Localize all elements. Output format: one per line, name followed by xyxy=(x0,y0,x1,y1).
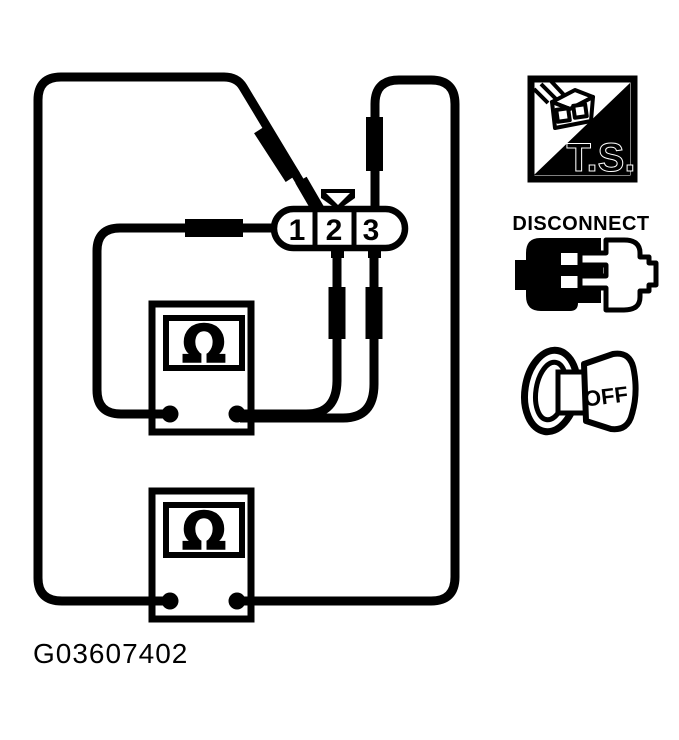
meter-terminal xyxy=(161,405,179,423)
ohmmeter-lower-display xyxy=(163,502,245,558)
disconnect-left-stub xyxy=(515,260,527,290)
connector: 1 2 3 xyxy=(270,189,409,258)
wires xyxy=(33,72,460,606)
ts-icon: T.S. xyxy=(527,75,638,183)
ts-label: T.S. xyxy=(567,136,636,180)
pin-stub xyxy=(331,246,344,258)
wire-pin1-to-upper-meter xyxy=(92,223,272,419)
pin-stub xyxy=(368,246,381,258)
ohmmeter-upper: Ω xyxy=(148,300,255,436)
wire-outer-loop-right xyxy=(237,75,460,606)
wire-sleeve xyxy=(366,117,383,171)
pin-label-1: 1 xyxy=(289,214,306,247)
meter-terminal xyxy=(228,592,246,610)
key-head xyxy=(581,350,639,433)
ohmmeter-upper-display xyxy=(163,315,245,371)
wire-pin2-to-upper-meter xyxy=(240,250,342,419)
figure-caption: G03607402 xyxy=(33,638,188,669)
meter-terminal xyxy=(161,592,179,610)
ts-connector-wires xyxy=(532,78,566,105)
key-off-icon: OFF xyxy=(521,346,639,436)
alignment-marker-inner xyxy=(326,193,350,205)
connector-half-male xyxy=(526,238,603,311)
disconnect-label: DISCONNECT xyxy=(512,213,649,235)
ohm-symbol: Ω xyxy=(182,315,226,375)
wire-outer-loop-left xyxy=(33,72,321,606)
wire-sleeves xyxy=(185,117,383,339)
ts-icon-triangle xyxy=(534,83,630,175)
wire-sleeve xyxy=(185,219,243,237)
key-off-label: OFF xyxy=(583,381,630,411)
wire-pin3-to-upper-meter xyxy=(240,250,379,423)
meter-terminals xyxy=(161,405,246,610)
wire-sleeve xyxy=(328,287,346,339)
connector-half-female xyxy=(577,237,659,313)
alignment-marker xyxy=(321,189,355,208)
pin-label-2: 2 xyxy=(326,214,343,247)
wire-sleeve xyxy=(254,124,300,182)
ts-connector-art xyxy=(532,78,595,130)
wire-sleeve xyxy=(365,287,383,339)
ts-connector-cavity xyxy=(554,106,572,124)
ohm-symbol: Ω xyxy=(182,502,226,562)
ts-connector-cavity xyxy=(571,102,589,120)
pin-label-3: 3 xyxy=(363,214,380,247)
disconnect-icon: DISCONNECT xyxy=(512,213,659,313)
meter-terminal xyxy=(228,405,246,423)
